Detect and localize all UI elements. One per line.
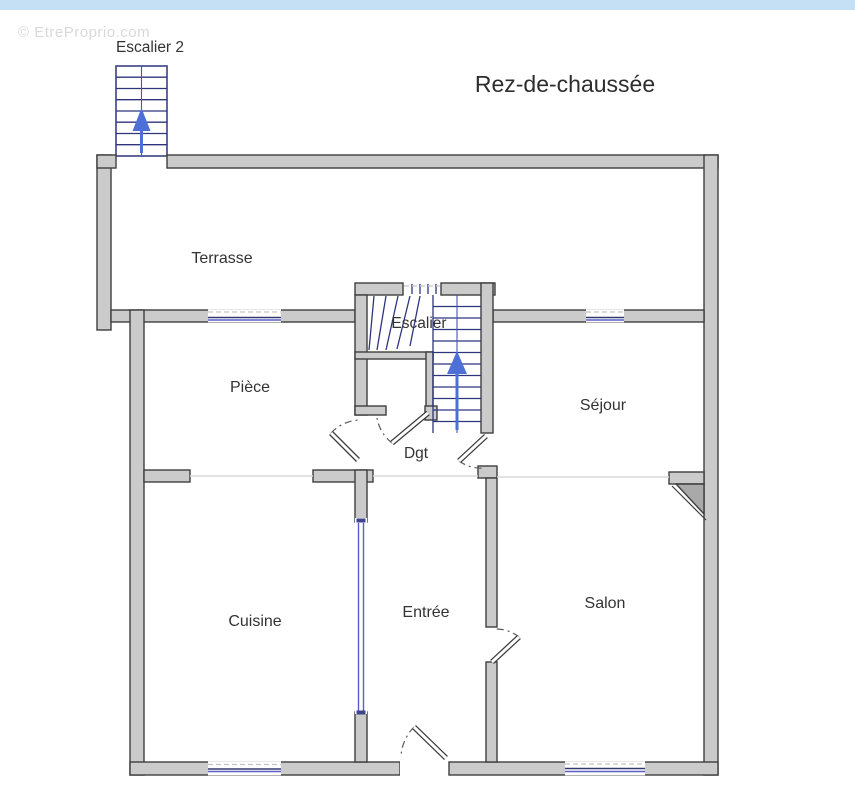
door-piece-dgt xyxy=(329,419,362,462)
room-label-entree: Entrée xyxy=(402,604,449,621)
room-label-cuisine: Cuisine xyxy=(228,613,281,630)
page-title: Rez-de-chaussée xyxy=(475,71,655,97)
watermark: © EtreProprio.com xyxy=(18,24,150,41)
window-terrasse-piece xyxy=(208,309,281,323)
window-salon xyxy=(565,761,645,776)
stair-up-arrow-icon xyxy=(132,108,151,131)
glazed-partition-cuisine-entree xyxy=(355,518,367,715)
stair-block-walls xyxy=(354,282,496,434)
top-bar xyxy=(0,0,855,10)
room-label-escalier: Escalier xyxy=(391,315,446,332)
windows xyxy=(208,309,645,776)
wall-opening-lines xyxy=(190,475,669,478)
room-label-sejour: Séjour xyxy=(580,397,627,414)
door-stairs-dgt xyxy=(376,410,430,446)
closet-walls xyxy=(354,351,434,360)
outer-walls xyxy=(96,154,719,776)
room-label-dgt: Dgt xyxy=(404,445,429,462)
door-front-entrance xyxy=(400,725,448,777)
escalier2-stairs xyxy=(115,65,168,157)
door-dgt-sejour xyxy=(457,433,488,469)
window-terrasse-sejour xyxy=(586,309,624,323)
room-label-escalier2: Escalier 2 xyxy=(116,39,184,56)
room-label-terrasse: Terrasse xyxy=(191,250,252,267)
corner-fireplace xyxy=(674,483,705,516)
doors xyxy=(329,410,521,777)
interior-walls xyxy=(143,465,707,763)
room-label-piece: Pièce xyxy=(230,379,270,396)
central-staircase xyxy=(368,284,481,433)
stair-up-arrow-icon xyxy=(447,351,467,374)
room-label-salon: Salon xyxy=(585,595,626,612)
room-labels: Terrasse Pièce Escalier Séjour Dgt Cuisi… xyxy=(191,250,626,630)
window-cuisine xyxy=(208,761,281,776)
door-entree-salon xyxy=(490,628,521,665)
